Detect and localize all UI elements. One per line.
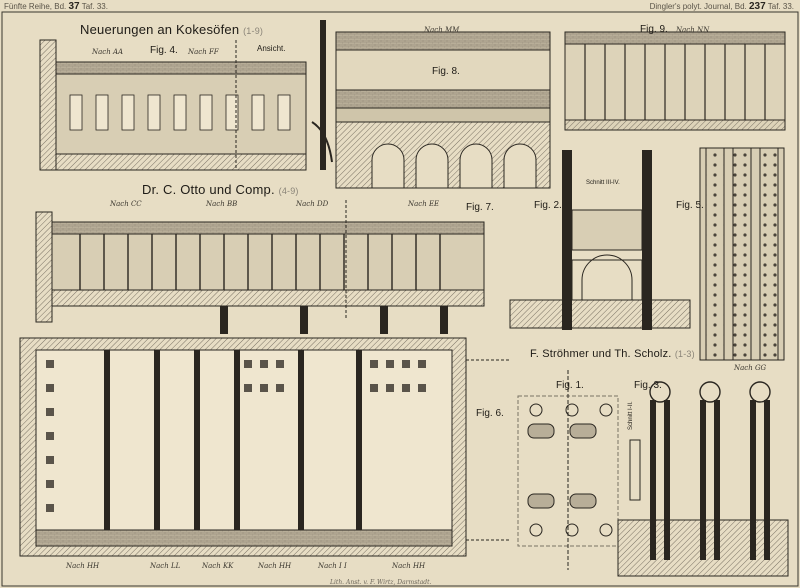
- section-aa: Nach AA: [92, 48, 124, 56]
- section-mm: Nach MM: [424, 26, 460, 34]
- section-ii: Nach I I: [318, 562, 347, 570]
- fig4-label: Fig. 4.: [150, 45, 178, 56]
- fig2-label: Fig. 2.: [534, 200, 562, 211]
- fig6-drawing: [19, 337, 510, 557]
- main-title: Neuerungen an Kokesöfen (1-9): [80, 22, 263, 37]
- header-volume-left: 37: [68, 1, 80, 12]
- section-dd: Nach DD: [296, 200, 329, 208]
- section-gg: Nach GG: [734, 364, 767, 372]
- header-volume-right: 237: [748, 1, 766, 12]
- fig5-label: Fig. 5.: [676, 200, 704, 211]
- main-title-text: Neuerungen an Kokesöfen: [80, 22, 240, 37]
- fig1-drawing: [517, 370, 619, 570]
- header-journal: Dingler's polyt. Journal, Bd.: [649, 2, 747, 11]
- stroehmer-title-ref: (1-3): [674, 349, 695, 359]
- lithographer-credit: Lith. Anst. v. F. Wirtz, Darmstadt.: [330, 579, 432, 586]
- schnitt-3-label: Schnitt I-II.: [628, 401, 634, 430]
- fig6-label: Fig. 6.: [476, 408, 504, 419]
- section-hh-1: Nach HH: [66, 562, 100, 570]
- section-hh-2: Nach HH: [258, 562, 292, 570]
- fig8-label: Fig. 8.: [432, 66, 460, 77]
- section-hh-3: Nach HH: [392, 562, 426, 570]
- fig7-drawing: [35, 200, 485, 334]
- section-bb: Nach BB: [206, 200, 238, 208]
- section-cc: Nach CC: [110, 200, 142, 208]
- section-ff: Nach FF: [188, 48, 219, 56]
- schnitt-2-label: Schnitt III-IV.: [586, 180, 620, 186]
- fig8-drawing: [311, 31, 551, 189]
- fig2-drawing: [509, 150, 691, 330]
- otto-title: Dr. C. Otto und Comp. (4-9): [142, 182, 299, 197]
- header-plate-right: Taf. 33.: [767, 2, 794, 11]
- fig5-drawing: [699, 147, 785, 361]
- header-series: Fünfte Reihe, Bd.: [4, 2, 67, 11]
- section-ee: Nach EE: [408, 200, 440, 208]
- fig7-label: Fig. 7.: [466, 202, 494, 213]
- header-left: Fünfte Reihe, Bd. 37 Taf. 33.: [4, 1, 108, 12]
- fig1-label: Fig. 1.: [556, 380, 584, 391]
- section-ll: Nach LL: [150, 562, 181, 570]
- otto-title-text: Dr. C. Otto und Comp.: [142, 182, 275, 197]
- header-right: Dingler's polyt. Journal, Bd. 237 Taf. 3…: [650, 1, 794, 12]
- fig9-label: Fig. 9.: [640, 24, 668, 35]
- header-plate-left: Taf. 33.: [81, 2, 108, 11]
- fig4-drawing: [39, 20, 326, 171]
- main-title-ref: (1-9): [243, 26, 264, 36]
- stroehmer-title-text: F. Ströhmer und Th. Scholz.: [530, 348, 672, 360]
- stroehmer-title: F. Ströhmer und Th. Scholz. (1-3): [530, 348, 695, 360]
- otto-title-ref: (4-9): [278, 186, 299, 196]
- fig3-label: Fig. 3.: [634, 380, 662, 391]
- ansicht-label: Ansicht.: [257, 44, 286, 53]
- section-kk: Nach KK: [202, 562, 234, 570]
- fig9-drawing: [564, 31, 786, 131]
- section-nn: Nach NN: [676, 26, 710, 34]
- fig3-drawing: [617, 381, 789, 577]
